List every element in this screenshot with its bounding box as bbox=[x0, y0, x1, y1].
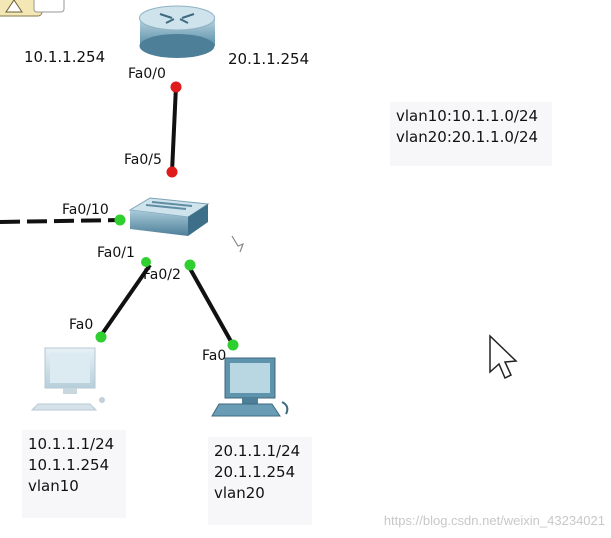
pc1-icon bbox=[30, 347, 105, 411]
link-switch-pc2 bbox=[186, 264, 235, 346]
pc2-note: 20.1.1.1/24 20.1.1.254 vlan20 bbox=[208, 437, 312, 525]
pc1-vlan: vlan10 bbox=[28, 477, 79, 495]
router-right-ip-label: 20.1.1.254 bbox=[228, 50, 310, 68]
links bbox=[0, 85, 235, 346]
pc1-gateway: 10.1.1.254 bbox=[28, 456, 110, 474]
pc2-vlan: vlan20 bbox=[214, 484, 265, 502]
small-cursor-icon bbox=[231, 235, 245, 253]
link-switch-pc1 bbox=[98, 263, 152, 339]
port-status-dot bbox=[227, 339, 239, 351]
pc2-gateway: 20.1.1.254 bbox=[214, 463, 296, 481]
pc2-ip: 20.1.1.1/24 bbox=[214, 442, 301, 460]
switch-trunk-port-label: Fa0/10 bbox=[62, 202, 109, 218]
port-status-dot bbox=[141, 257, 151, 267]
vlan-note: vlan10:10.1.1.0/24 vlan20:20.1.1.0/24 bbox=[390, 102, 552, 166]
link-router-switch bbox=[170, 85, 178, 173]
cursor-icon bbox=[489, 334, 518, 380]
pc1-ip: 10.1.1.1/24 bbox=[28, 435, 115, 453]
watermark: https://blog.csdn.net/weixin_43234021 bbox=[383, 513, 605, 528]
switch-icon bbox=[128, 197, 210, 236]
switch-port-pc1-label: Fa0/1 bbox=[97, 245, 135, 261]
router-icon bbox=[139, 5, 215, 58]
router-port-label: Fa0/0 bbox=[128, 66, 166, 82]
link-trunk-dashed bbox=[0, 218, 121, 224]
pc2-icon bbox=[211, 357, 289, 417]
pc1-note: 10.1.1.1/24 10.1.1.254 vlan10 bbox=[22, 430, 126, 518]
port-indicators bbox=[95, 81, 239, 351]
port-status-dot bbox=[184, 259, 196, 271]
router-left-ip-label: 10.1.1.254 bbox=[24, 48, 106, 66]
vlan-note-line1: vlan10:10.1.1.0/24 bbox=[396, 107, 539, 125]
switch-uplink-port-label: Fa0/5 bbox=[124, 152, 162, 168]
pc1-port-label: Fa0 bbox=[69, 317, 94, 333]
port-status-dot bbox=[170, 81, 182, 93]
switch-port-pc2-label: Fa0/2 bbox=[143, 267, 181, 283]
port-status-dot bbox=[166, 166, 178, 178]
port-status-dot bbox=[114, 214, 126, 226]
partial-device-icon bbox=[0, 0, 65, 17]
vlan-note-line2: vlan20:20.1.1.0/24 bbox=[396, 128, 539, 146]
pc2-port-label: Fa0 bbox=[202, 348, 227, 364]
port-status-dot bbox=[95, 331, 107, 343]
